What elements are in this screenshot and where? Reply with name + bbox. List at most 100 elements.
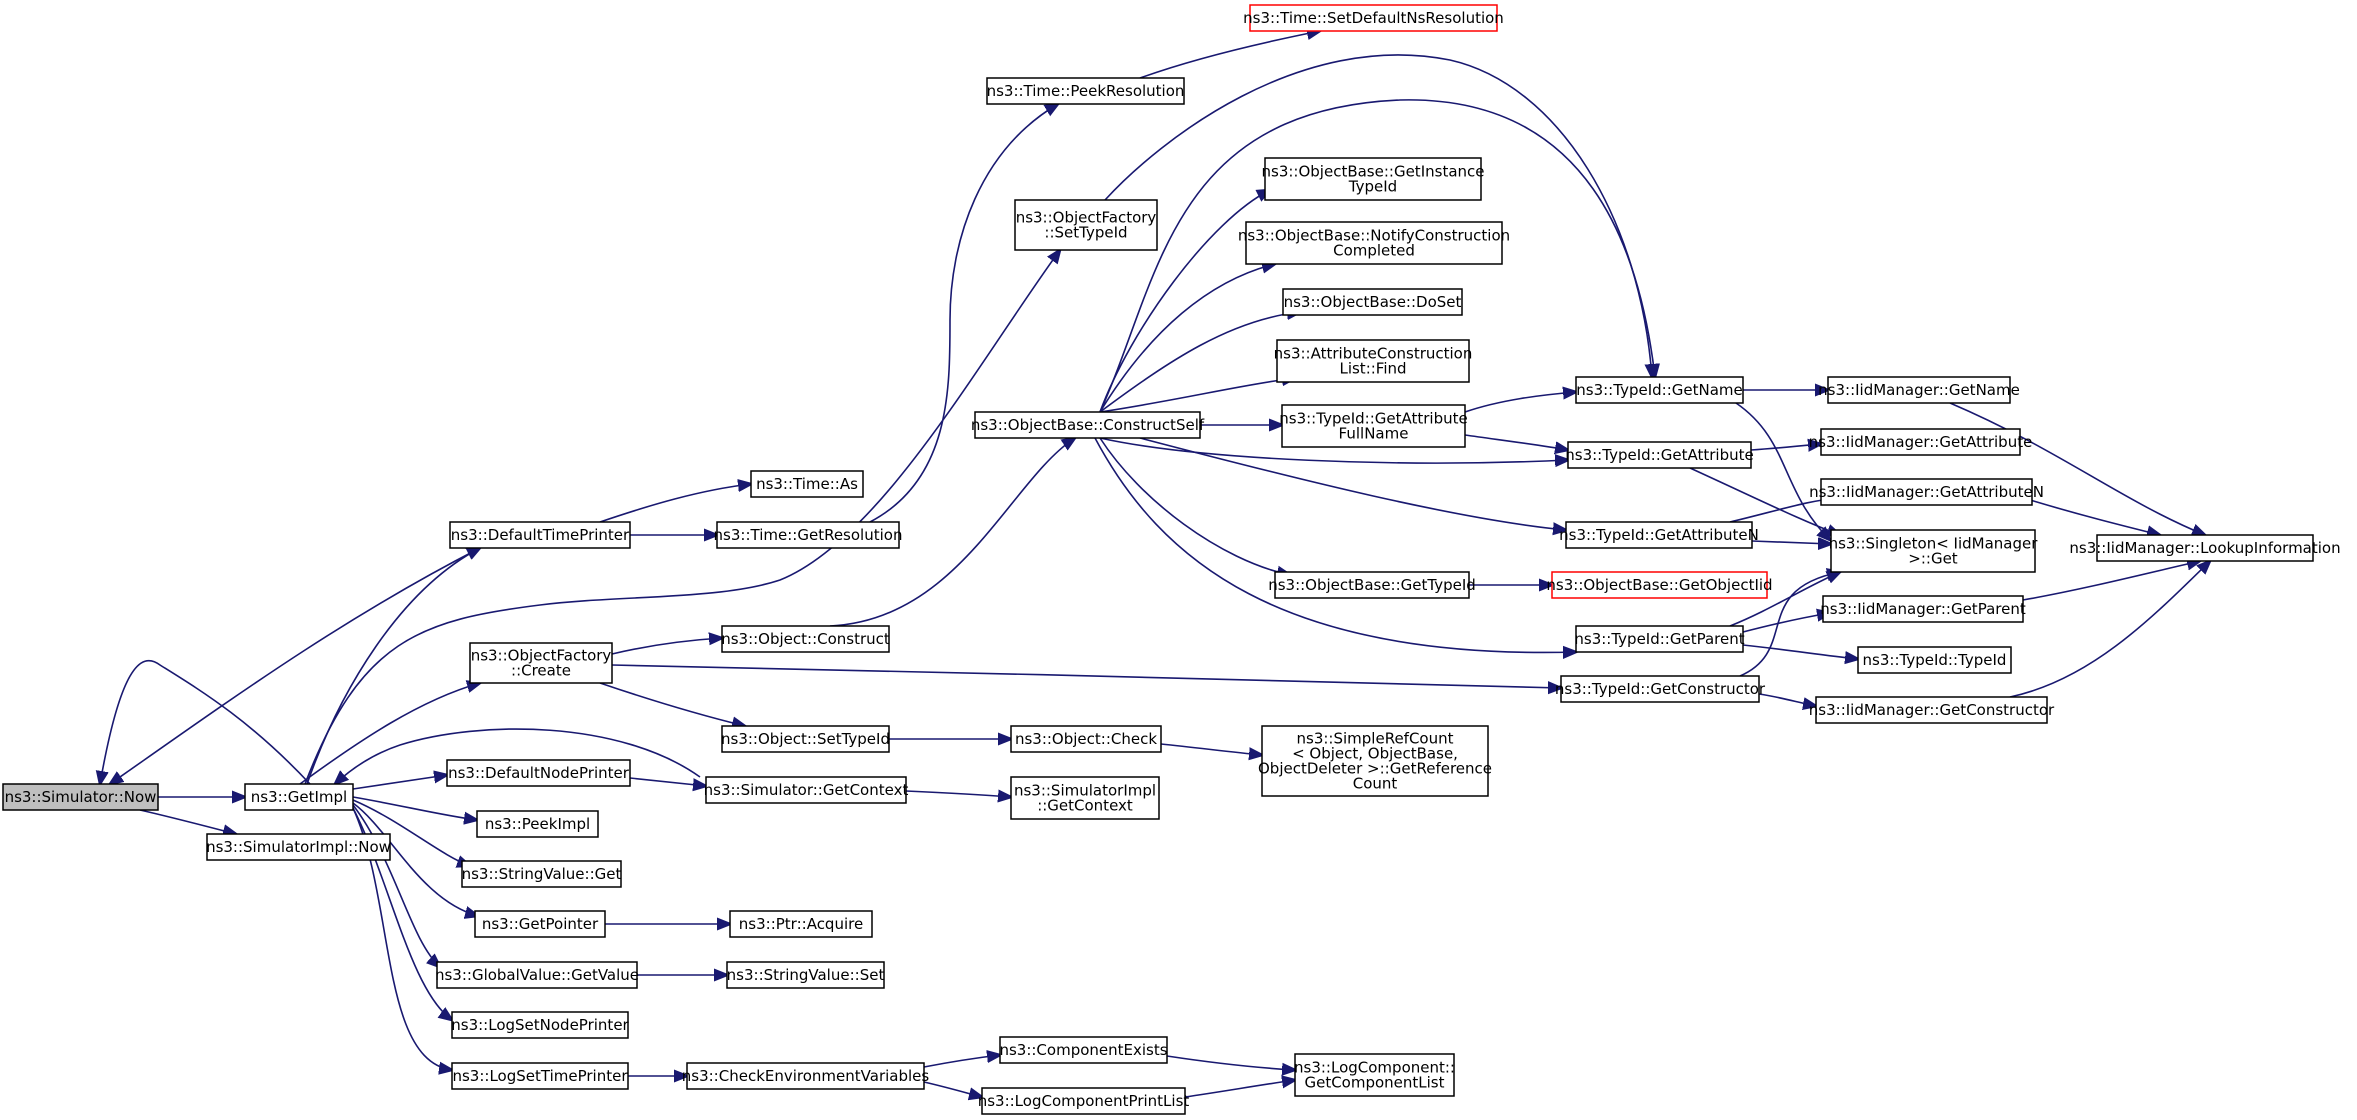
node-label: ns3::ObjectBase::ConstructSelf [971, 416, 1205, 434]
edge-time_getres-to-time_peekres [869, 104, 1058, 523]
node-box [436, 961, 638, 989]
node-time-getres[interactable]: ns3::Time::GetResolution [714, 521, 903, 549]
node-tid-typeid[interactable]: ns3::TypeId::TypeId [1857, 646, 2012, 674]
node-tid-getattr[interactable]: ns3::TypeId::GetAttribute [1565, 441, 1754, 469]
node-label: ns3::PeekImpl [485, 815, 590, 833]
node-compexists[interactable]: ns3::ComponentExists [999, 1036, 1168, 1064]
node-strval-get[interactable]: ns3::StringValue::Get [461, 860, 622, 888]
node-tid-getparent[interactable]: ns3::TypeId::GetParent [1574, 625, 1745, 653]
node-logsettime[interactable]: ns3::LogSetTimePrinter [451, 1062, 629, 1090]
node-strval-set[interactable]: ns3::StringValue::Set [726, 961, 885, 989]
node-logcompprint[interactable]: ns3::LogComponentPrintList [978, 1087, 1190, 1115]
node-checkenv[interactable]: ns3::CheckEnvironmentVariables [682, 1062, 930, 1090]
node-iid-getname[interactable]: ns3::IidManager::GetName [1818, 376, 2020, 404]
node-label: ns3::GetImpl [251, 788, 347, 806]
node-ob-getobjectiid[interactable]: ns3::ObjectBase::GetObjectIid [1546, 571, 1773, 599]
node-obj-construct[interactable]: ns3::Object::Construct [721, 625, 890, 653]
node-time-peekres[interactable]: ns3::Time::PeekResolution [986, 77, 1185, 105]
node-label: ns3::SimpleRefCount [1297, 730, 1454, 748]
node-ob-notify[interactable]: ns3::ObjectBase::NotifyConstructionCompl… [1238, 221, 1510, 265]
node-obj-check[interactable]: ns3::Object::Check [1010, 725, 1162, 753]
edge-ob_construct-to-ob_gettypeid [1099, 437, 1290, 575]
node-label: ns3::Object::Check [1015, 730, 1157, 748]
node-iid-getattrn[interactable]: ns3::IidManager::GetAttributeN [1809, 478, 2044, 506]
edge-sim_getcontext-to-simimpl_getcontext [905, 791, 1011, 797]
node-def-time-printer[interactable]: ns3::DefaultTimePrinter [449, 521, 631, 549]
node-label: ns3::DefaultNodePrinter [448, 764, 630, 782]
node-simimpl-now[interactable]: ns3::SimulatorImpl::Now [206, 833, 391, 861]
edge-sim_now-to-simimpl_now [139, 809, 236, 834]
node-box [981, 1087, 1186, 1115]
node-ob-construct[interactable]: ns3::ObjectBase::ConstructSelf [971, 411, 1205, 439]
node-time-as[interactable]: ns3::Time::As [750, 470, 864, 498]
node-box [476, 810, 599, 838]
node-label: ns3::TypeId::GetAttribute [1279, 410, 1467, 428]
node-iid-lookup[interactable]: ns3::IidManager::LookupInformation [2069, 534, 2341, 562]
node-getimpl[interactable]: ns3::GetImpl [244, 783, 354, 811]
node-box [721, 625, 890, 653]
edge-iid_getname-to-iid_lookup [1949, 402, 2205, 535]
node-label: Count [1353, 775, 1398, 793]
node-box [451, 1062, 629, 1090]
edge-getimpl-to-def_node_printer [352, 775, 447, 790]
node-ptr-acquire[interactable]: ns3::Ptr::Acquire [729, 910, 873, 938]
edge-ob_construct-to-acl_find [1099, 378, 1295, 413]
node-srefcount[interactable]: ns3::SimpleRefCount< Object, ObjectBase,… [1258, 725, 1492, 797]
node-logcomp-getlist[interactable]: ns3::LogComponent::GetComponentList [1294, 1053, 1455, 1097]
node-obj-settypeid[interactable]: ns3::Object::SetTypeId [721, 725, 890, 753]
edge-obj_check-to-srefcount [1160, 743, 1262, 755]
node-tid-getctor[interactable]: ns3::TypeId::GetConstructor [1555, 675, 1766, 703]
node-label: ::SetTypeId [1044, 224, 1127, 242]
node-box [1282, 288, 1463, 316]
node-sim-getcontext[interactable]: ns3::Simulator::GetContext [704, 776, 909, 804]
node-getpointer[interactable]: ns3::GetPointer [474, 910, 606, 938]
edge-getimpl-to-of_settypeid [304, 250, 1060, 785]
node-label: ns3::GlobalValue::GetValue [435, 966, 639, 984]
node-iid-getattr[interactable]: ns3::IidManager::GetAttribute [1809, 428, 2033, 456]
node-simimpl-getcontext[interactable]: ns3::SimulatorImpl::GetContext [1010, 776, 1160, 820]
edge-ob_construct-to-ob_doset [1099, 312, 1300, 413]
node-box [705, 776, 907, 804]
node-label: ns3::Simulator::Now [5, 788, 157, 806]
node-box [1567, 441, 1752, 469]
node-label: ns3::ObjectBase::GetInstance [1262, 163, 1485, 181]
node-of-create[interactable]: ns3::ObjectFactory::Create [469, 642, 613, 684]
node-tid-getname[interactable]: ns3::TypeId::GetName [1575, 376, 1744, 404]
edge-getimpl-to-strval_get [352, 799, 470, 866]
node-label: ns3::ComponentExists [999, 1041, 1167, 1059]
node-label: ns3::SimulatorImpl [1014, 782, 1156, 800]
edge-def_node_printer-to-sim_getcontext [629, 777, 706, 786]
node-label: Completed [1333, 242, 1415, 260]
node-label: ns3::GetPointer [482, 915, 599, 933]
node-tid-getattrn[interactable]: ns3::TypeId::GetAttributeN [1559, 521, 1759, 549]
node-label: ns3::ObjectFactory [1016, 209, 1157, 227]
node-of-settypeid[interactable]: ns3::ObjectFactory::SetTypeId [1014, 199, 1158, 251]
edge-def_time_printer-to-sim_now [110, 547, 481, 784]
node-label: < Object, ObjectBase, [1292, 745, 1458, 763]
node-singleton-get[interactable]: ns3::Singleton< IidManager >::Get [1829, 529, 2039, 573]
edge-of_create-to-tid_getctor [611, 664, 1561, 688]
node-def-node-printer[interactable]: ns3::DefaultNodePrinter [446, 759, 631, 787]
node-label: ns3::Time::GetResolution [714, 526, 903, 544]
node-box [461, 860, 622, 888]
node-peekimpl[interactable]: ns3::PeekImpl [476, 810, 599, 838]
node-label: ns3::Object::SetTypeId [721, 730, 890, 748]
node-gv-getvalue[interactable]: ns3::GlobalValue::GetValue [435, 961, 639, 989]
node-time-setdefault[interactable]: ns3::Time::SetDefaultNsResolution [1243, 4, 1504, 32]
node-sim-now[interactable]: ns3::Simulator::Now [2, 783, 159, 811]
node-box [729, 910, 873, 938]
node-logsetnode[interactable]: ns3::LogSetNodePrinter [451, 1011, 630, 1039]
node-ob-gettypeid[interactable]: ns3::ObjectBase::GetTypeId [1268, 571, 1476, 599]
node-box [716, 521, 900, 549]
node-iid-getparent[interactable]: ns3::IidManager::GetParent [1820, 595, 2026, 623]
node-ob-doset[interactable]: ns3::ObjectBase::DoSet [1282, 288, 1463, 316]
node-box [474, 910, 606, 938]
node-box [974, 411, 1201, 439]
node-label: ObjectDeleter >::GetReference [1258, 760, 1492, 778]
node-label: ns3::Simulator::GetContext [704, 781, 909, 799]
node-iid-getctor[interactable]: ns3::IidManager::GetConstructor [1809, 696, 2055, 724]
node-box [999, 1036, 1168, 1064]
